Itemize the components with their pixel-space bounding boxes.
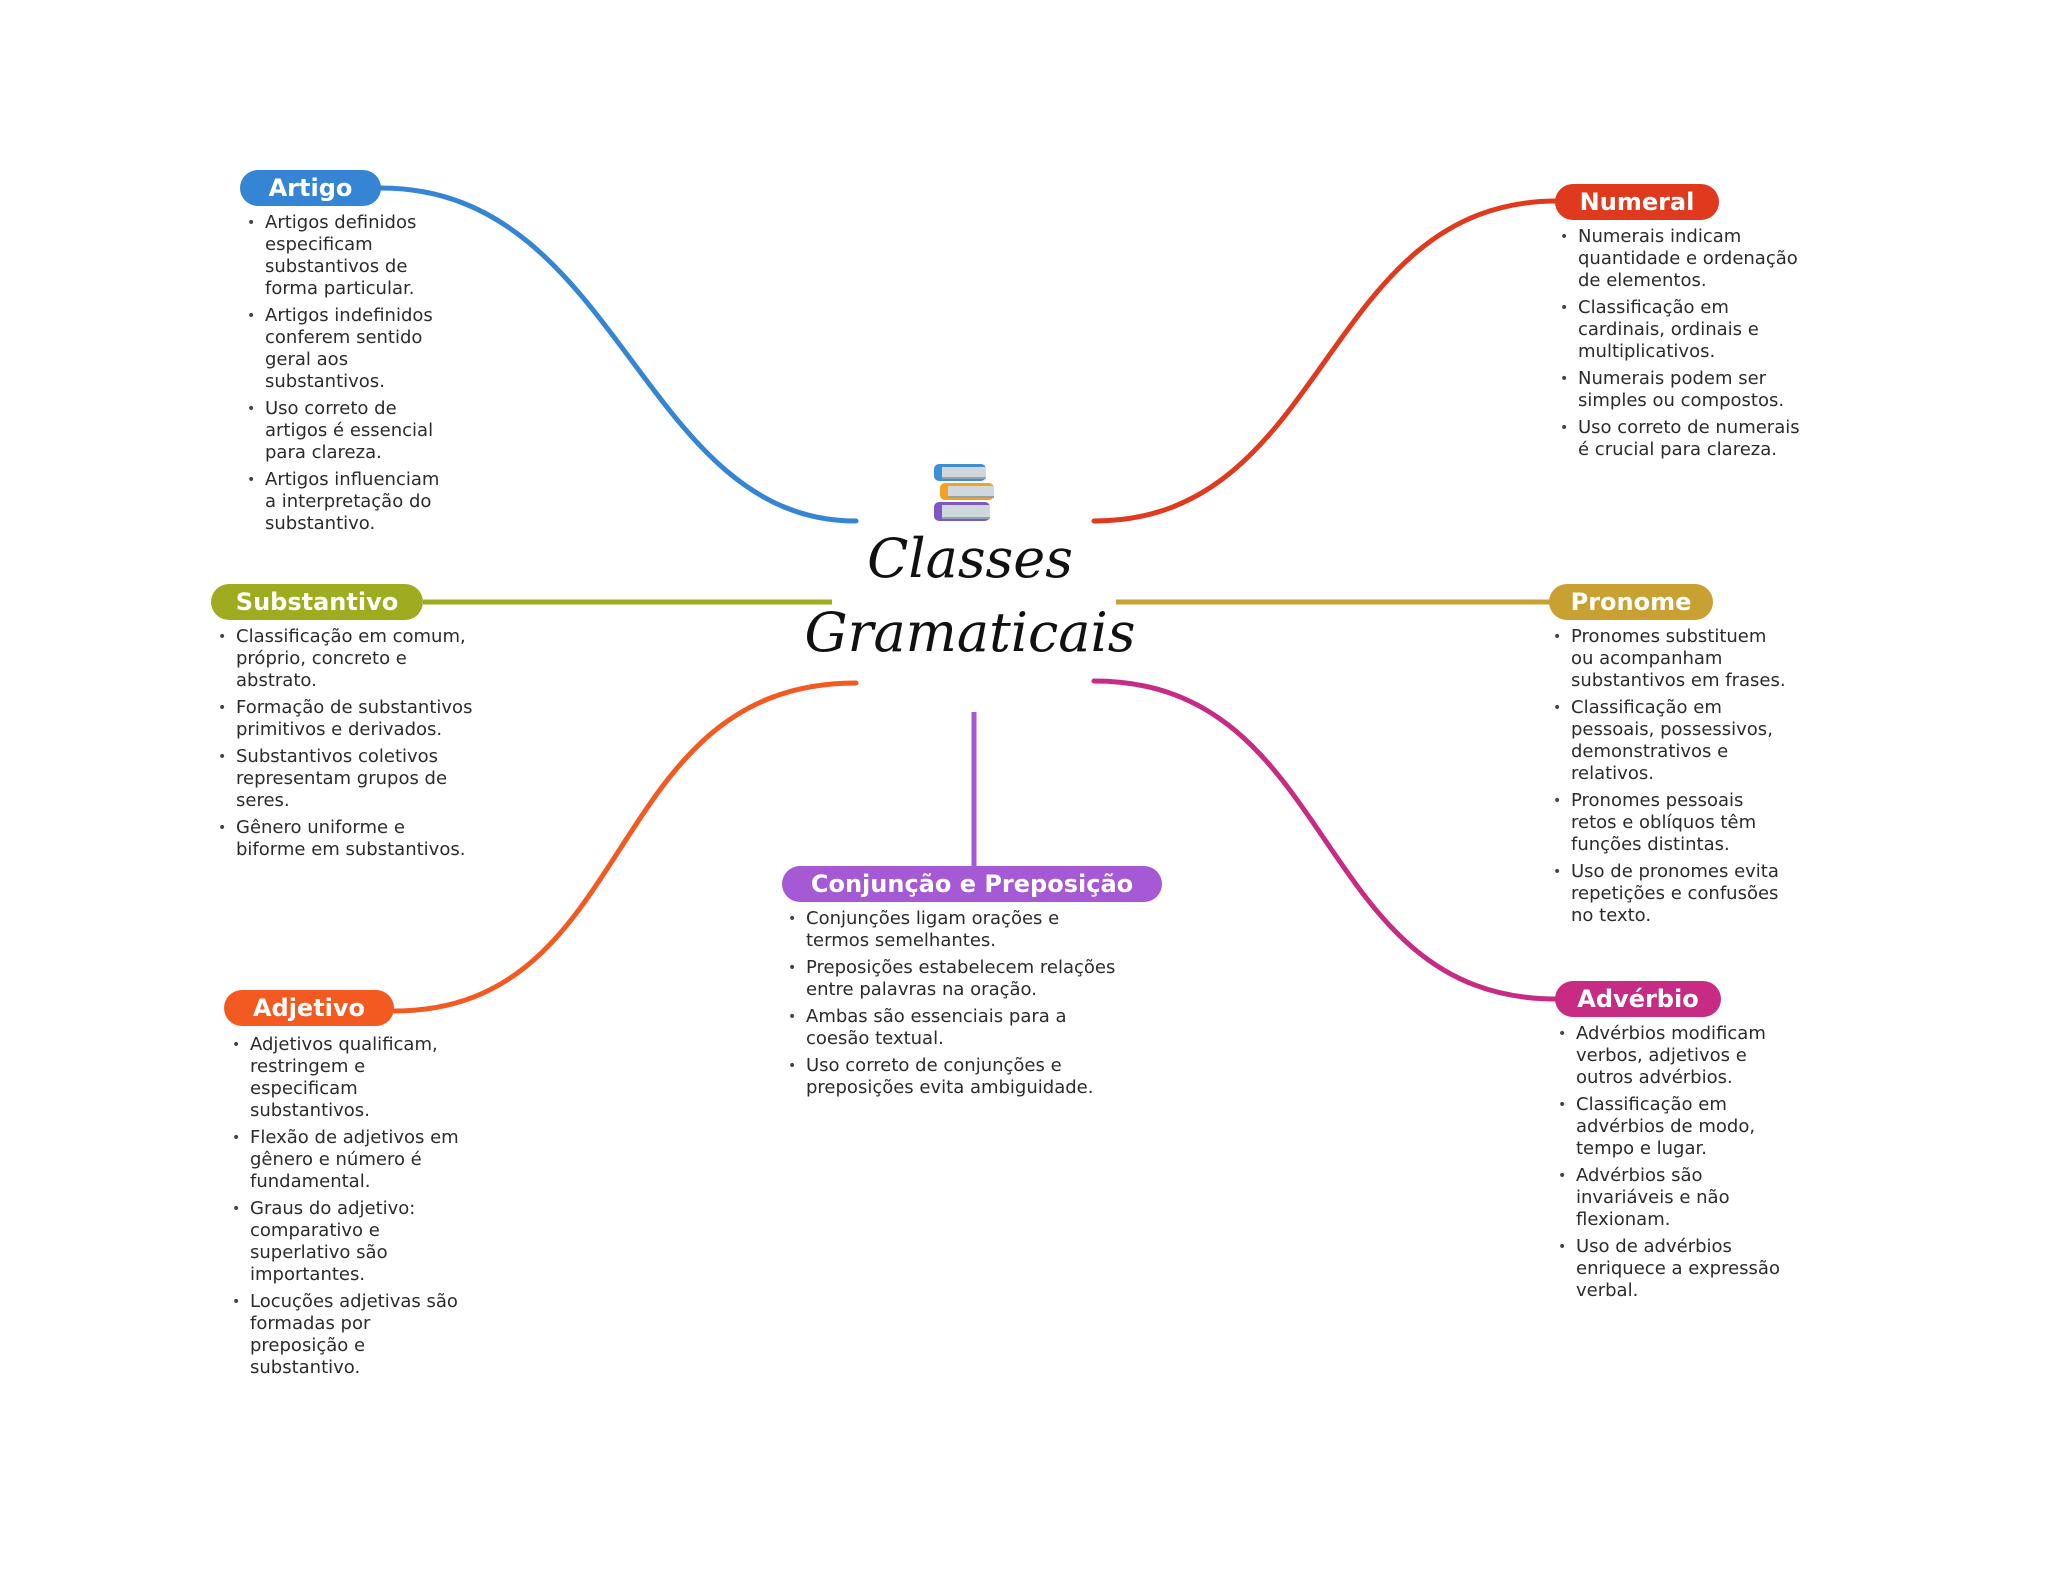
note-item: Classificação em advérbios de modo, temp… [1558, 1094, 1803, 1160]
central-title-line2: Gramaticais [804, 601, 1136, 664]
central-title-line1: Classes [867, 527, 1073, 590]
note-item: Numerais podem ser simples ou compostos. [1560, 368, 1800, 412]
topic-artigo[interactable]: Artigo [240, 170, 381, 206]
note-item: Locuções adjetivas são formadas por prep… [232, 1291, 462, 1379]
note-item: Ambas são essenciais para a coesão textu… [788, 1006, 1128, 1050]
note-item: Graus do adjetivo: comparativo e superla… [232, 1198, 462, 1286]
connector-artigo [378, 185, 859, 524]
connector-adverbio [1091, 678, 1559, 1002]
note-item: Artigos definidos especificam substantiv… [247, 212, 447, 300]
note-item: Adjetivos qualificam, restringem e espec… [232, 1034, 462, 1122]
note-item: Uso correto de numerais é crucial para c… [1560, 417, 1800, 461]
note-item: Advérbios são invariáveis e não flexiona… [1558, 1165, 1803, 1231]
topic-adjetivo[interactable]: Adjetivo [224, 990, 394, 1026]
note-item: Preposições estabelecem relações entre p… [788, 957, 1128, 1001]
note-item: Uso de advérbios enriquece a expressão v… [1558, 1236, 1803, 1302]
numeral-notes: Numerais indicam quantidade e ordenação … [1560, 226, 1800, 466]
note-item: Classificação em pessoais, possessivos, … [1553, 697, 1793, 785]
note-item: Substantivos coletivos representam grupo… [218, 746, 478, 812]
note-item: Classificação em cardinais, ordinais e m… [1560, 297, 1800, 363]
note-item: Classificação em comum, próprio, concret… [218, 626, 478, 692]
adverbio-notes: Advérbios modificam verbos, adjetivos e … [1558, 1023, 1803, 1307]
note-item: Uso correto de artigos é essencial para … [247, 398, 447, 464]
note-item: Pronomes substituem ou acompanham substa… [1553, 626, 1793, 692]
note-item: Artigos indefinidos conferem sentido ger… [247, 305, 447, 393]
note-item: Gênero uniforme e biforme em substantivo… [218, 817, 478, 861]
connector-numeral [1091, 198, 1560, 524]
pronome-notes: Pronomes substituem ou acompanham substa… [1553, 626, 1793, 932]
topic-numeral[interactable]: Numeral [1555, 184, 1719, 220]
note-item: Uso correto de conjunções e preposições … [788, 1055, 1128, 1099]
topic-conjuncao-preposicao[interactable]: Conjunção e Preposição [782, 866, 1162, 902]
note-item: Pronomes pessoais retos e oblíquos têm f… [1553, 790, 1793, 856]
conjuncao-notes: Conjunções ligam orações e termos semelh… [788, 908, 1128, 1104]
books-icon [934, 464, 994, 521]
note-item: Uso de pronomes evita repetições e confu… [1553, 861, 1793, 927]
note-item: Flexão de adjetivos em gênero e número é… [232, 1127, 462, 1193]
note-item: Conjunções ligam orações e termos semelh… [788, 908, 1128, 952]
topic-substantivo[interactable]: Substantivo [211, 584, 423, 620]
note-item: Formação de substantivos primitivos e de… [218, 697, 478, 741]
artigo-notes: Artigos definidos especificam substantiv… [247, 212, 447, 540]
topic-pronome[interactable]: Pronome [1549, 584, 1713, 620]
topic-adverbio[interactable]: Advérbio [1555, 981, 1721, 1017]
connector-adjetivo [391, 680, 859, 1014]
note-item: Artigos influenciam a interpretação do s… [247, 469, 447, 535]
adjetivo-notes: Adjetivos qualificam, restringem e espec… [232, 1034, 462, 1384]
note-item: Advérbios modificam verbos, adjetivos e … [1558, 1023, 1803, 1089]
substantivo-notes: Classificação em comum, próprio, concret… [218, 626, 478, 866]
note-item: Numerais indicam quantidade e ordenação … [1560, 226, 1800, 292]
